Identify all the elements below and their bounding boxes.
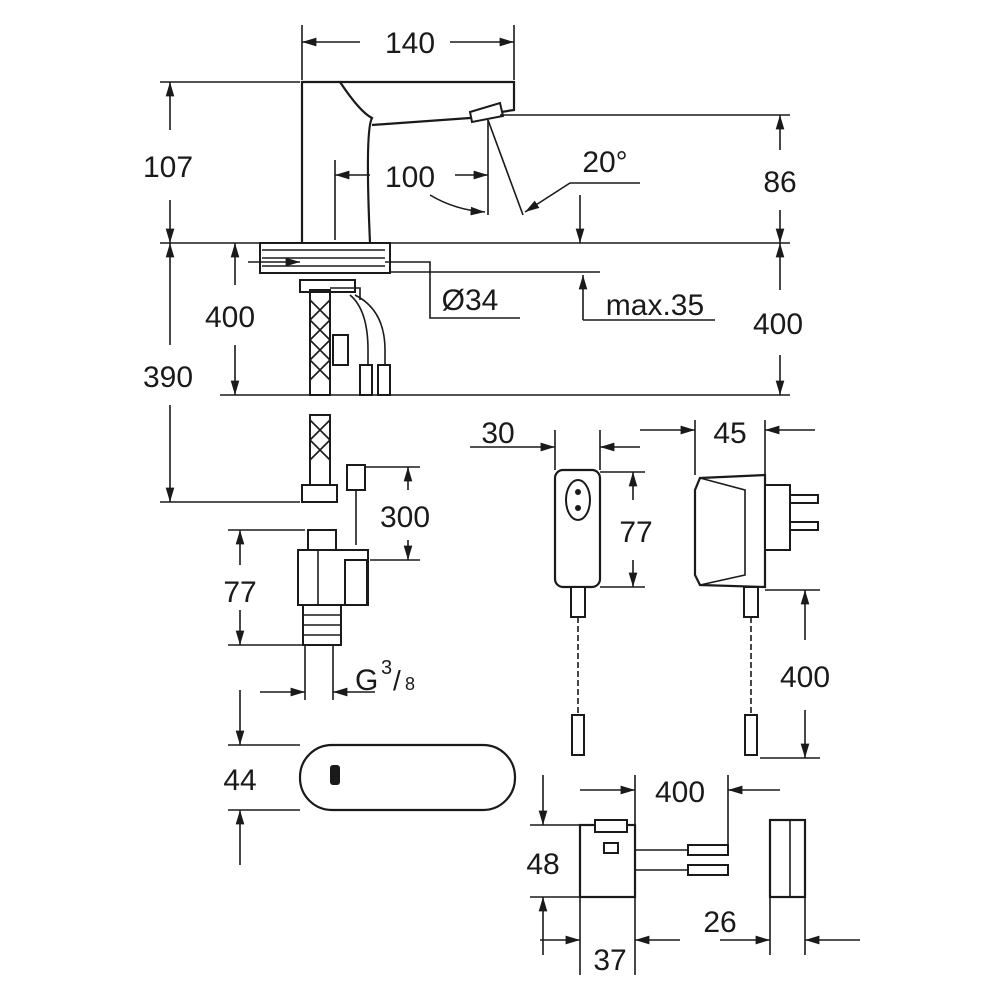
dim-400-box: 400 bbox=[655, 776, 705, 809]
dim-45: 45 bbox=[713, 417, 746, 450]
thread-numerator: 3 bbox=[381, 657, 392, 679]
dim-thread-g3-8: G 3 / 8 bbox=[355, 657, 415, 697]
dim-140: 140 bbox=[385, 27, 435, 60]
dim-diameter-34: Ø34 bbox=[442, 284, 499, 317]
control-box-drawing bbox=[578, 818, 807, 899]
dim-300: 300 bbox=[380, 501, 430, 534]
dim-107: 107 bbox=[143, 151, 193, 184]
dim-48: 48 bbox=[526, 848, 559, 881]
sensor-drawing bbox=[298, 743, 517, 812]
dim-20deg: 20° bbox=[582, 146, 627, 179]
dim-400-hose: 400 bbox=[205, 301, 255, 334]
dim-77-adapter: 77 bbox=[619, 516, 652, 549]
dim-86: 86 bbox=[763, 166, 796, 199]
dim-100: 100 bbox=[385, 161, 435, 194]
dim-400-adapter: 400 bbox=[780, 661, 830, 694]
thread-slash: / bbox=[393, 665, 401, 696]
dimension-lines bbox=[160, 25, 860, 975]
valve-drawing bbox=[297, 414, 369, 700]
dim-390: 390 bbox=[143, 361, 193, 394]
dim-44: 44 bbox=[223, 764, 256, 797]
adapter-drawing bbox=[553, 468, 602, 756]
thread-denominator: 8 bbox=[405, 674, 415, 694]
dim-26: 26 bbox=[703, 906, 736, 939]
dim-400-cable: 400 bbox=[753, 308, 803, 341]
dim-max-35: max.35 bbox=[606, 289, 704, 322]
dim-30: 30 bbox=[481, 417, 514, 450]
thread-g: G bbox=[355, 664, 378, 697]
plug-drawing bbox=[693, 473, 819, 756]
faucet-drawing bbox=[259, 80, 524, 396]
dim-37: 37 bbox=[593, 944, 626, 977]
dim-77-valve: 77 bbox=[223, 576, 256, 609]
